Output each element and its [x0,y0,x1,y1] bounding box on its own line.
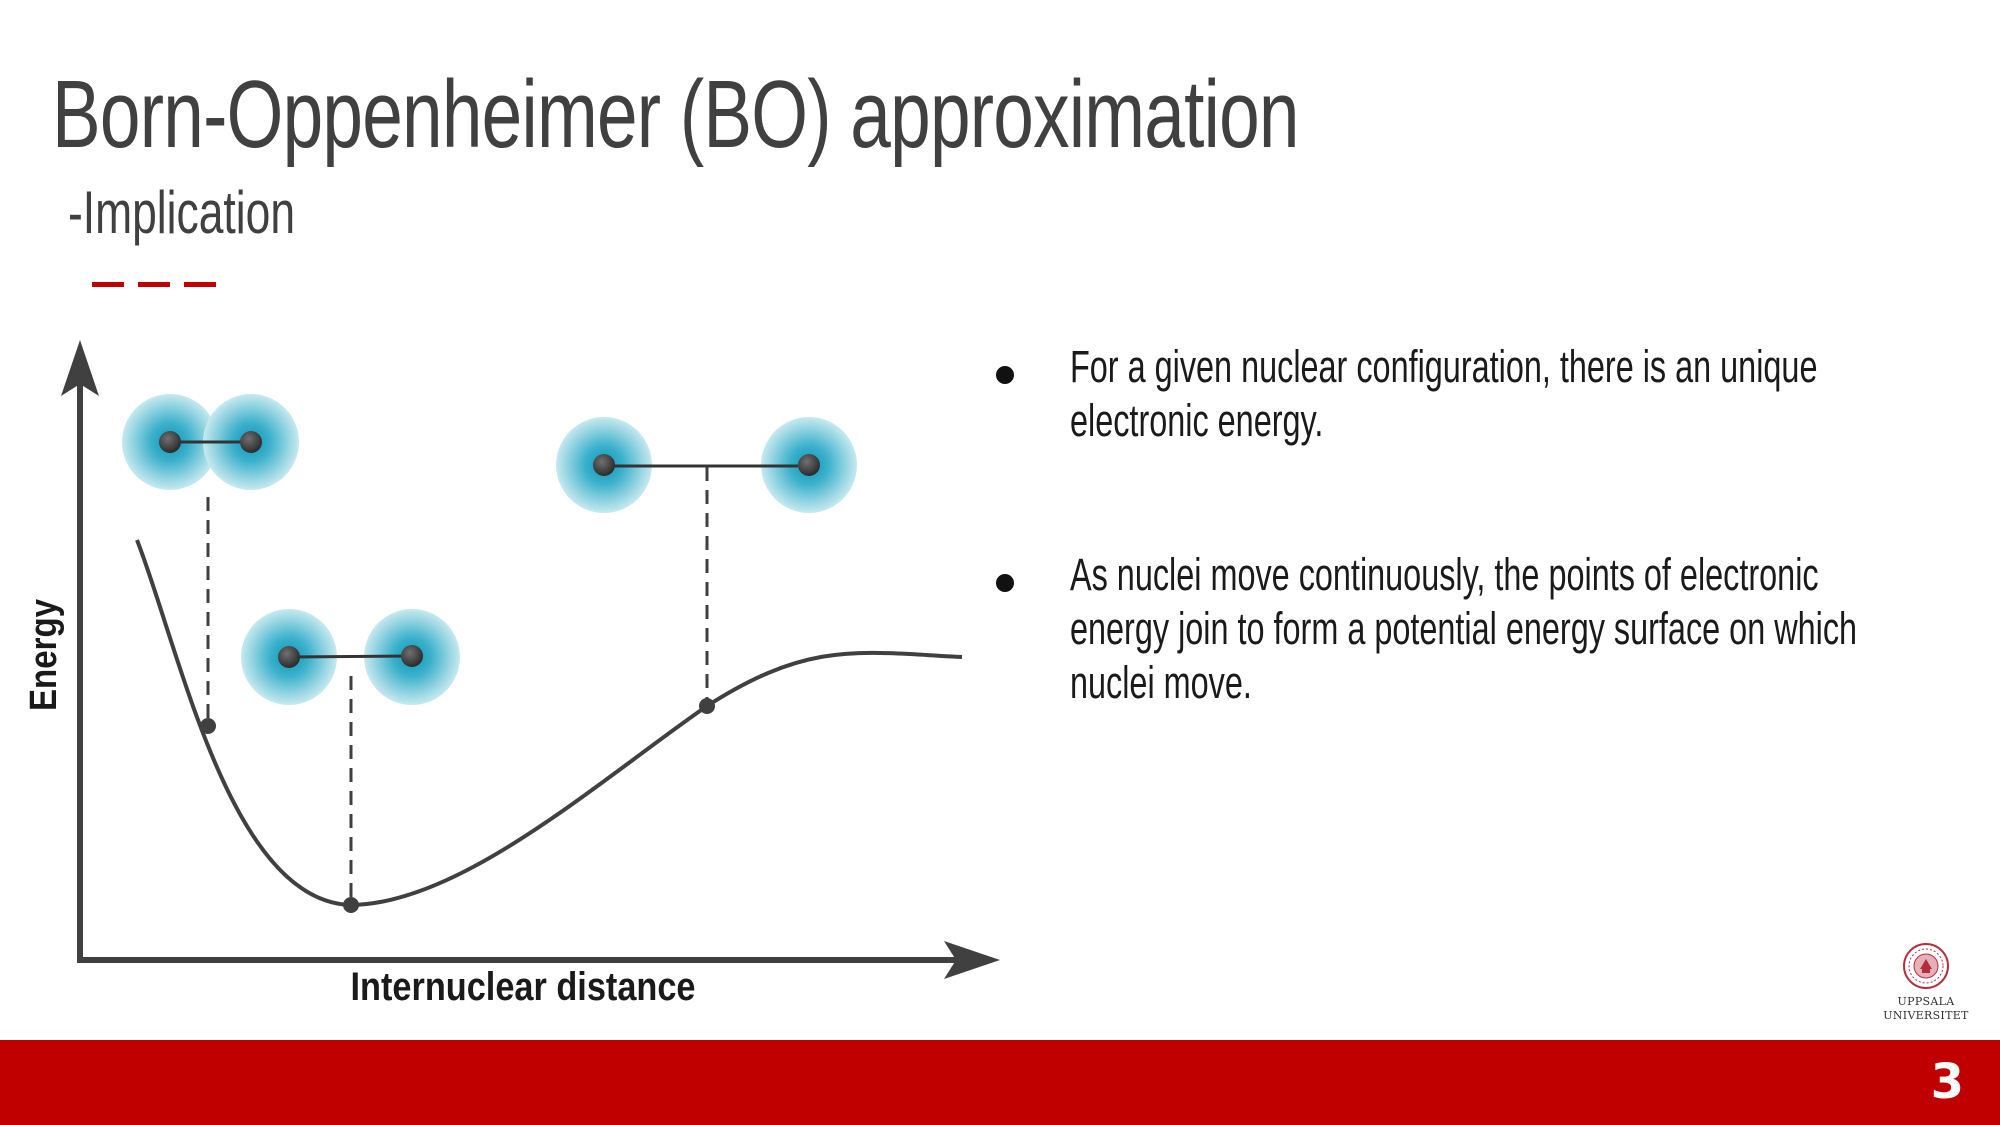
bullet-item: For a given nuclear configuration, there… [990,340,1890,448]
bond-line [288,654,413,659]
slide-title: Born-Oppenheimer (BO) approximation [52,61,1299,168]
nucleus [159,431,181,453]
page-number: 3 [1930,1054,1964,1110]
axes [61,340,1000,979]
nucleus [401,645,423,667]
logo-line-2: UNIVERSITET [1883,1009,1969,1022]
molecule-compressed [122,394,299,490]
potential-energy-curve [135,539,963,908]
nucleus [278,646,300,668]
university-logo: UPPSALA UNIVERSITET [1876,942,1976,1023]
y-axis-label: Energy [23,599,65,711]
curve-point-equilibrium [343,897,359,913]
x-axis-arrowhead [944,941,1000,979]
bullet-icon [996,574,1014,592]
y-axis-arrowhead [61,340,99,396]
nucleus [798,454,820,476]
x-axis-label: Internuclear distance [351,965,696,1009]
bullet-text: For a given nuclear configuration, there… [1070,341,1818,446]
nucleus [593,454,615,476]
molecule-equilibrium [241,609,460,705]
potential-energy-diagram: Energy Internuclear distance [23,340,1000,1009]
university-seal-icon [1903,943,1949,989]
curve-point-stretched [699,698,715,714]
slide-subtitle: -Implication [68,179,296,246]
curve-point-short [200,718,216,734]
footer-bar: 3 [0,1040,2000,1125]
nucleus [240,431,262,453]
bullet-list: For a given nuclear configuration, there… [990,340,1890,810]
accent-dashes [92,282,216,287]
molecule-stretched [556,417,857,513]
bullet-icon [996,366,1014,384]
bullet-text: As nuclei move continuously, the points … [1070,549,1858,708]
logo-line-1: UPPSALA [1897,995,1955,1008]
bullet-item: As nuclei move continuously, the points … [990,548,1890,710]
